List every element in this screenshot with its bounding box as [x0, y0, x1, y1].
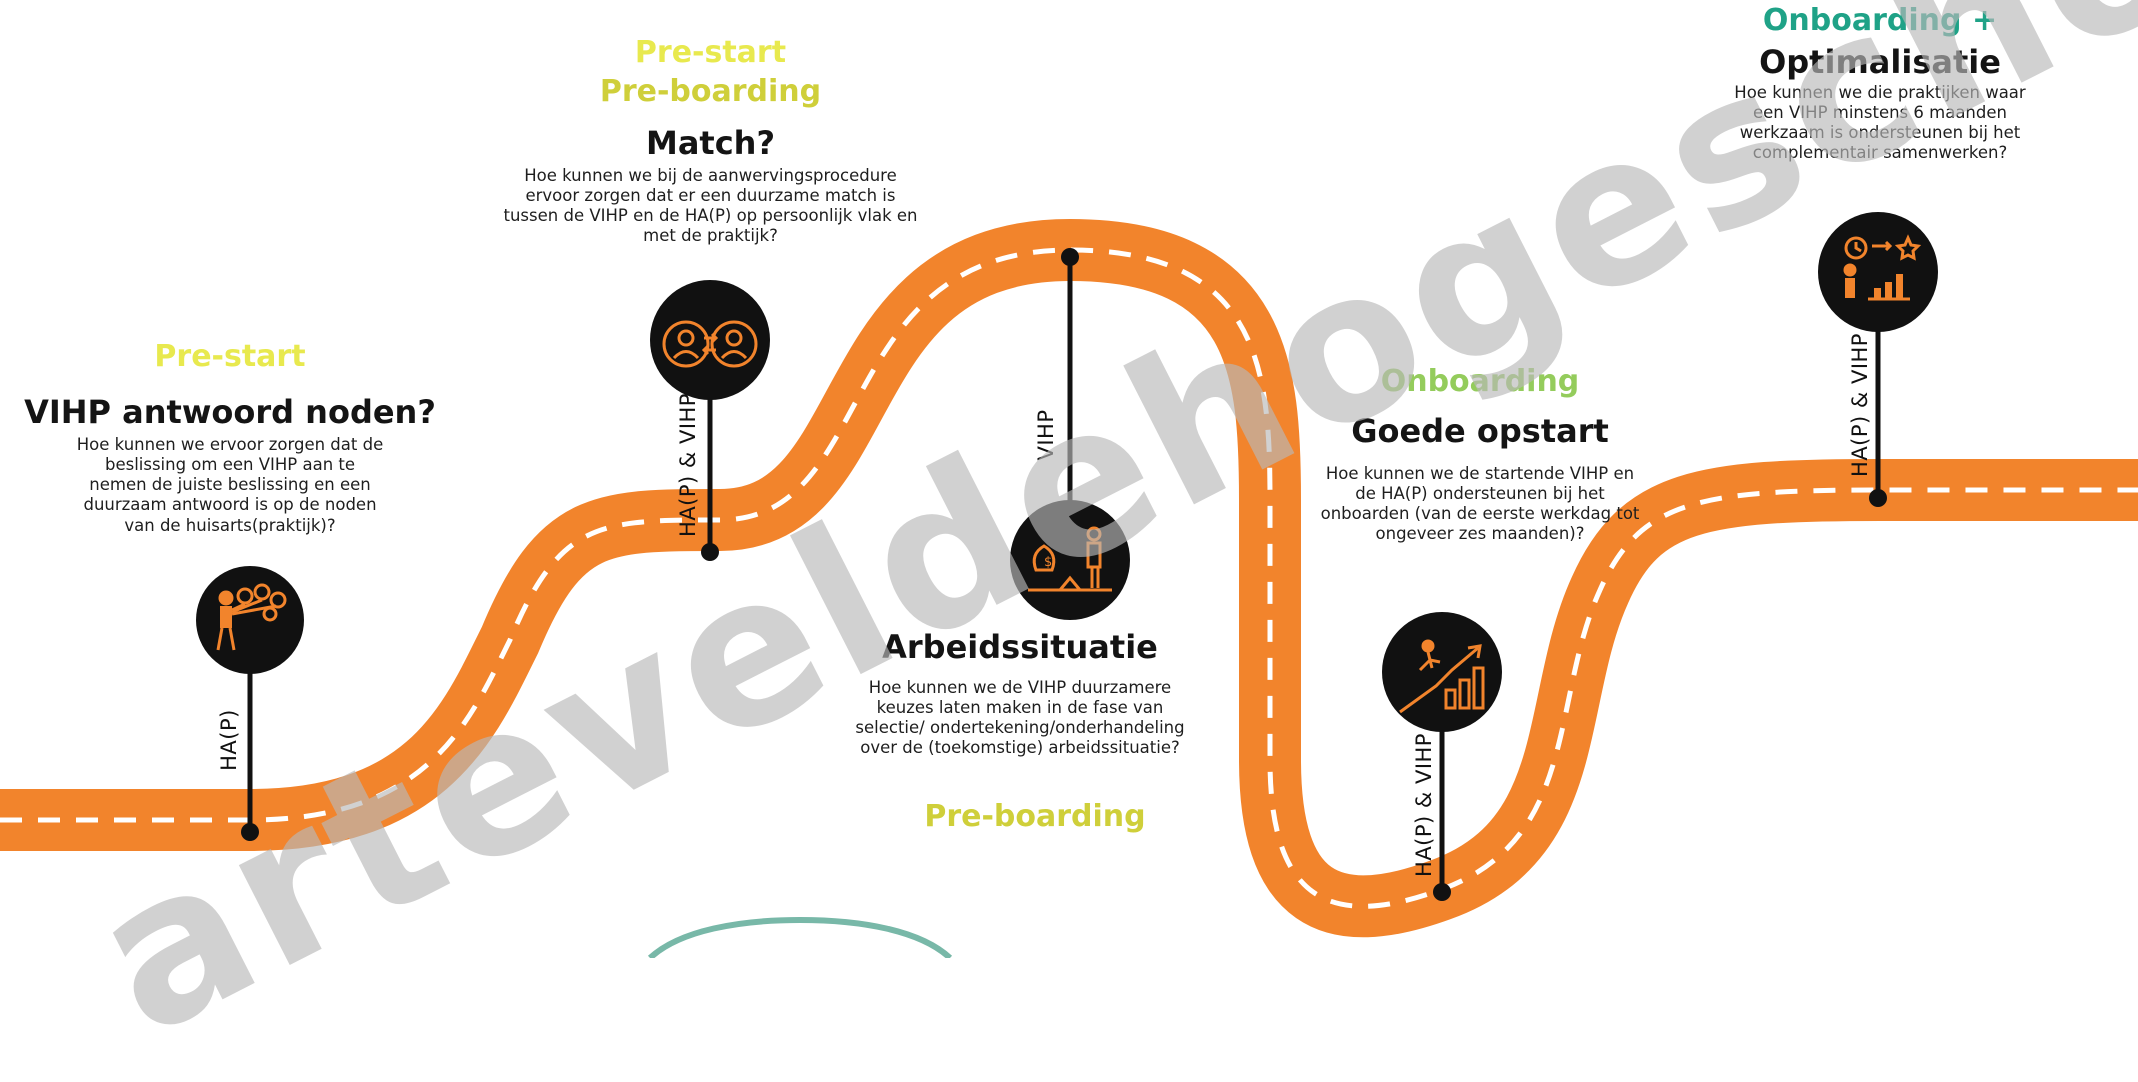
stage-5-title: Optimalisatie: [1759, 43, 2001, 81]
circle-outline-partial: [647, 916, 953, 958]
stage-3-title: Arbeidssituatie: [882, 628, 1158, 666]
stage-1-description: Hoe kunnen we ervoor zorgen dat de besli…: [76, 435, 384, 535]
stage-3-actor: VIHP: [1034, 409, 1058, 461]
stage-5-pin: [1818, 212, 1938, 507]
stage-4-description: Hoe kunnen we de startende VIHP en de HA…: [1320, 464, 1640, 544]
stage-3-description: Hoe kunnen we de VIHP duurzamere keuzes …: [855, 678, 1185, 758]
road-center-dashes: [0, 247, 2138, 909]
stage-2-actor: HA(P) & VIHP: [676, 393, 700, 537]
stage-1-phase: Pre-start: [154, 339, 306, 374]
stage-5-phase: Onboarding +: [1762, 3, 1998, 38]
stage-3-phase: Pre-boarding: [924, 799, 1146, 834]
stage-2-pin: [650, 280, 770, 561]
road: [0, 218, 2138, 938]
growth-stairs-icon: [1399, 639, 1485, 714]
stage-4-title: Goede opstart: [1351, 412, 1609, 450]
stage-2-text: Pre-start Pre-boarding Match? Hoe kunnen…: [488, 36, 933, 247]
stage-1-actor: HA(P): [217, 709, 241, 771]
stage-2-title: Match?: [645, 124, 776, 162]
roadmap-diagram: $: [0, 212, 2138, 958]
stage-2-phase-2: Pre-boarding: [599, 74, 822, 109]
stage-1-text: Pre-start VIHP antwoord noden? Hoe kunne…: [20, 340, 440, 536]
match-people-icon: [662, 320, 758, 368]
stage-4-pin: [1382, 612, 1502, 901]
stage-5-text: Onboarding + Optimalisatie Hoe kunnen we…: [1730, 4, 2030, 164]
person-decision-icon: [216, 583, 287, 651]
stage-1-pin: [196, 566, 304, 841]
stage-4-text: Onboarding Goede opstart Hoe kunnen we d…: [1320, 365, 1640, 545]
optimization-chart-icon: [1843, 234, 1922, 301]
stage-1-title: VIHP antwoord noden?: [24, 393, 436, 431]
stage-4-actor: HA(P) & VIHP: [1412, 733, 1436, 877]
stage-2-phase: Pre-start: [634, 35, 787, 70]
stage-4-phase: Onboarding: [1380, 364, 1580, 399]
stage-5-description: Hoe kunnen we die praktijken waar een VI…: [1734, 83, 2026, 163]
svg-text:$: $: [1044, 555, 1052, 570]
stage-5-actor: HA(P) & VIHP: [1848, 333, 1872, 477]
stage-3-pin: $: [1010, 248, 1130, 620]
money-balance-icon: $: [1028, 526, 1112, 592]
stage-2-description: Hoe kunnen we bij de aanwervingsprocedur…: [503, 166, 918, 246]
stage-3-text: Arbeidssituatie Hoe kunnen we de VIHP du…: [845, 628, 1195, 759]
